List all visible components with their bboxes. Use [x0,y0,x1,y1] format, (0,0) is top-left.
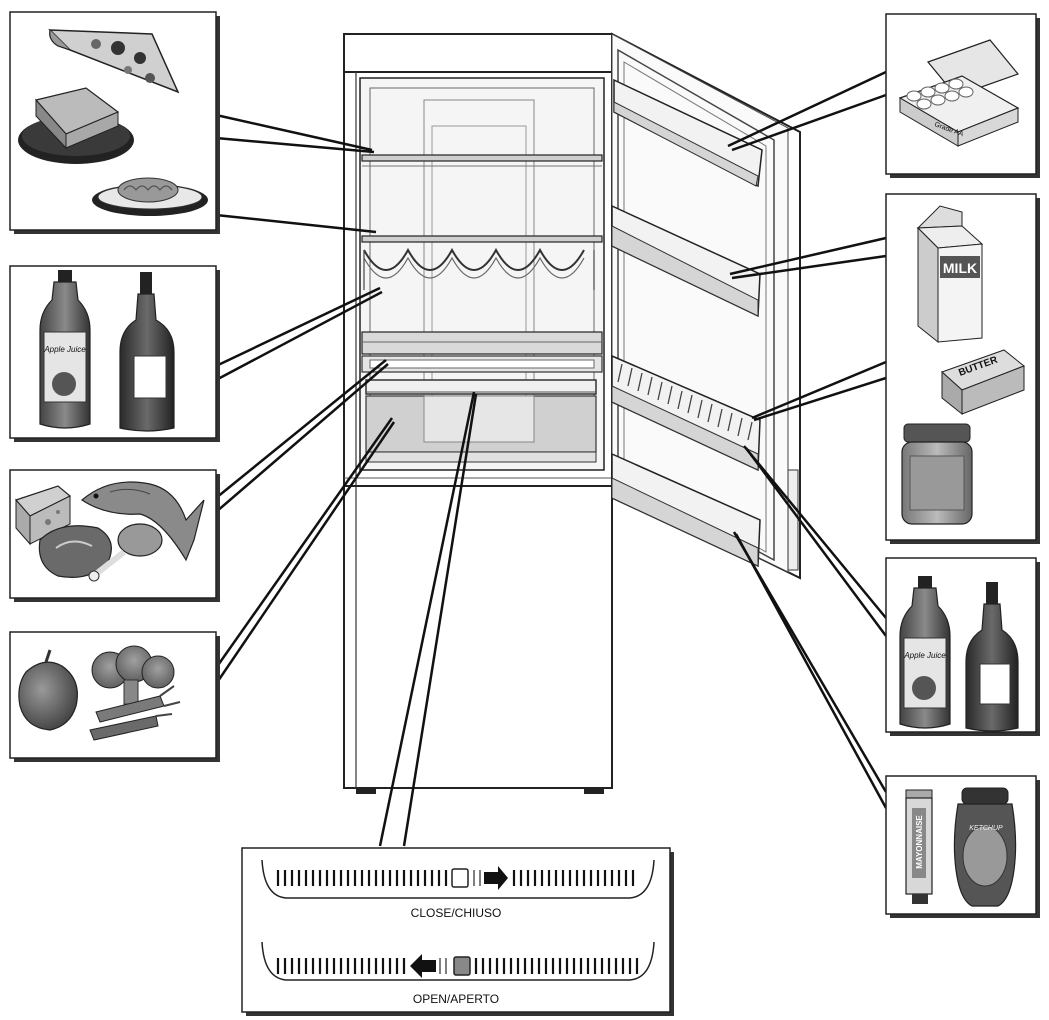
bottle-rack [363,247,595,290]
pizza-slice-icon [48,29,180,94]
callout-eggs: Grade AA [885,13,1040,178]
pepper-icon [18,649,78,731]
callout-meat-fish [9,469,220,602]
juice-label-left: Apple Juice [43,345,86,354]
ketchup-bottle-icon: KETCHUP [953,787,1017,907]
cake-slice-icon [18,87,134,164]
callout-vegetables [9,631,220,762]
egg-carton-icon: Grade AA [898,39,1020,147]
wine-bottle-icon [965,582,1019,732]
carrots-icon [89,685,181,741]
shelf-top [361,154,603,167]
vent-open: OPEN/APERTO [261,941,655,1006]
vent-slider-knob[interactable] [453,956,471,976]
wine-bottle-icon [119,272,175,432]
cheese-icon [14,485,72,546]
callout-bottles-left: Apple Juice [9,265,220,442]
vent-close-label: CLOSE/CHIUSO [411,906,502,920]
vent-closed: CLOSE/CHIUSO [261,859,655,920]
broccoli-icon [91,645,175,705]
crisper-cover [365,379,597,395]
mayonnaise-tube-icon: MAYONNAISE [905,789,933,904]
vent-slider-knob[interactable] [451,868,469,888]
juice-bottle-icon: Apple Juice [39,270,91,429]
door-bottle-bin [611,354,761,472]
door-bin-bottom [611,452,761,568]
milk-carton-icon: MILK [916,205,984,344]
door-bin-eggs [613,78,763,188]
crisper-drawer [365,395,597,463]
chicken-leg-icon [88,523,163,582]
fish-icon [81,481,205,562]
arrow-left-icon [410,954,447,978]
callout-vent-control: CLOSE/CHIUSO [241,847,674,1016]
meat-drawer [361,355,603,373]
pasta-plate-icon [92,177,208,216]
door-bin-upper [611,204,761,318]
callout-bottles-right: Apple Juice [885,557,1040,736]
butter-icon: BUTTER [941,349,1025,416]
vent-open-label: OPEN/APERTO [413,992,499,1006]
arrow-right-icon [473,866,508,890]
callout-cooked-food [9,11,220,234]
callout-dairy: MILK BUTTER [885,193,1040,544]
shelf-middle [361,235,603,243]
callout-condiments: MAYONNAISE KETCHUP [885,775,1040,918]
shelf-lower [361,331,603,355]
jar-icon [901,423,973,525]
ketchup-label: KETCHUP [969,825,1003,832]
leader-lines [214,70,888,847]
juice-label-right: Apple Juice [903,651,946,660]
mayonnaise-label: MAYONNAISE [915,815,924,869]
juice-bottle-icon: Apple Juice [899,576,951,729]
milk-label: MILK [943,260,977,276]
